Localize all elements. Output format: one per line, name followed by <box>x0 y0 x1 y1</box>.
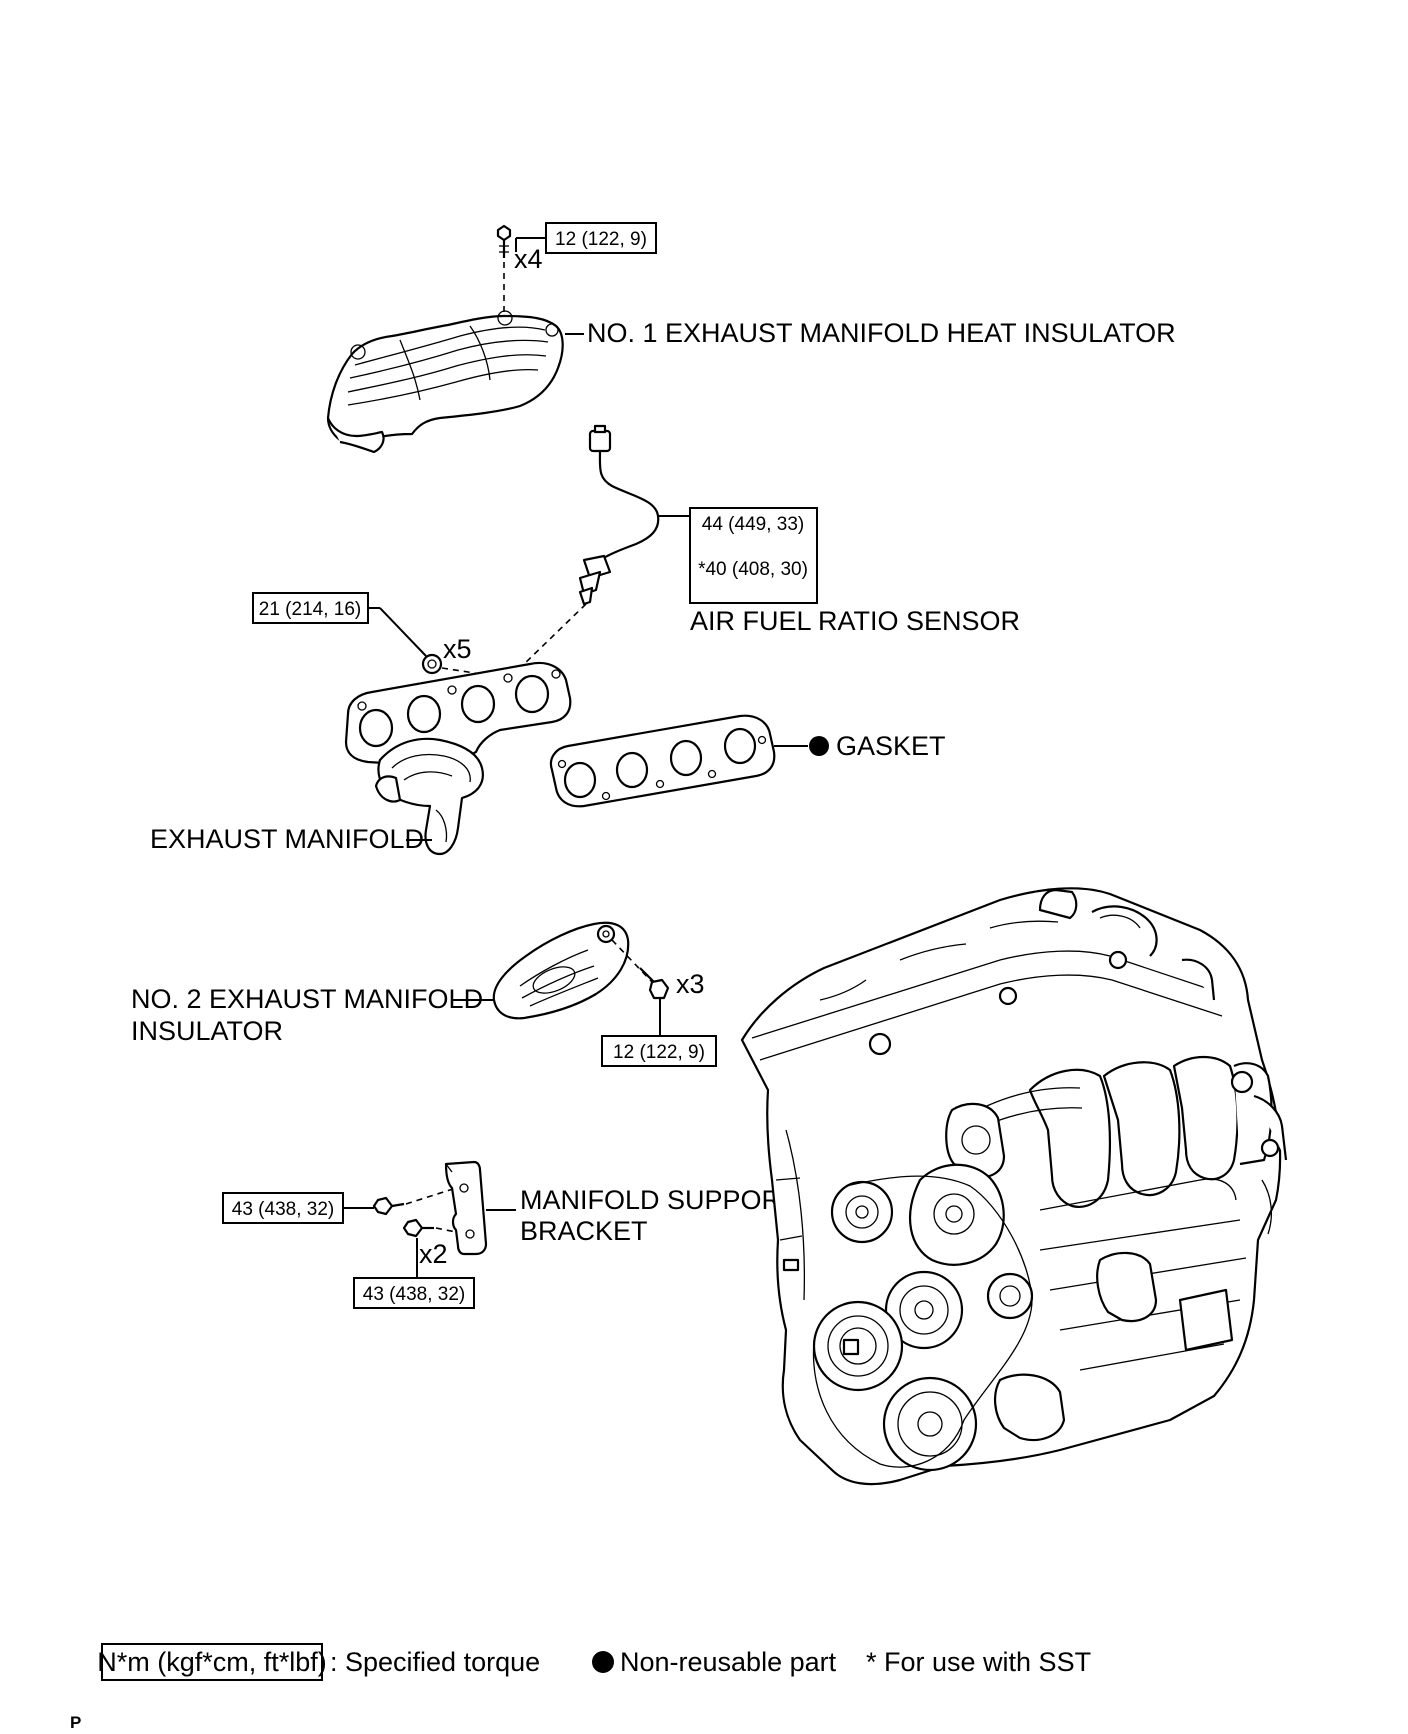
page-code: P <box>70 1713 81 1732</box>
legend-torque-unit: N*m (kgf*cm, ft*lbf) <box>97 1647 327 1677</box>
bracket-bolt-b <box>402 1218 434 1238</box>
bracket-bolt-a-torque: 43 (438, 32) <box>232 1199 334 1220</box>
no1-heat-insulator <box>326 310 564 454</box>
af-sensor-torque-sst: *40 (408, 30) <box>698 559 808 580</box>
label-no2-insulator-line2: INSULATOR <box>131 1016 283 1046</box>
label-exhaust-manifold: EXHAUST MANIFOLD <box>150 824 424 854</box>
legend-torque-desc: : Specified torque <box>330 1647 540 1677</box>
manifold-nuts-torque-box <box>252 592 369 624</box>
insulator1-torque: 12 (122, 9) <box>555 229 647 250</box>
engine-assembly <box>740 887 1288 1486</box>
insulator2-torque-box <box>601 1035 717 1067</box>
label-air-fuel-ratio-sensor: AIR FUEL RATIO SENSOR <box>690 606 1020 636</box>
exhaust-manifold <box>344 661 572 856</box>
label-no1-heat-insulator: NO. 1 EXHAUST MANIFOLD HEAT INSULATOR <box>587 318 1176 348</box>
label-bracket-line1: MANIFOLD SUPPORT <box>520 1185 797 1215</box>
insulator2-bolt-qty: x3 <box>676 969 705 999</box>
legend-torque-unit-box <box>101 1643 323 1681</box>
manifold-nut <box>421 653 443 675</box>
bracket-bolt-a <box>372 1196 405 1216</box>
label-gasket: GASKET <box>836 731 946 761</box>
af-sensor-torque: 44 (449, 33) <box>702 514 804 535</box>
non-reusable-marker-gasket <box>809 736 829 756</box>
legend-non-reusable-marker <box>592 1651 614 1673</box>
bracket-bolt-b-torque-box <box>353 1277 475 1309</box>
af-sensor-torque-box <box>689 507 818 604</box>
gasket <box>549 714 776 808</box>
insulator1-bolt-qty: x4 <box>514 244 543 274</box>
air-fuel-ratio-sensor <box>578 424 660 606</box>
bracket-bolt-b-torque: 43 (438, 32) <box>363 1284 465 1305</box>
insulator2-torque: 12 (122, 9) <box>613 1042 705 1063</box>
insulator1-torque-box <box>545 222 657 254</box>
legend-non-reusable: Non-reusable part <box>620 1647 837 1677</box>
manifold-nuts-qty: x5 <box>443 634 472 664</box>
manifold-support-bracket <box>444 1160 488 1256</box>
bracket-bolt-qty: x2 <box>419 1239 448 1269</box>
insulator1-bolt <box>496 224 512 258</box>
legend-sst-note: * For use with SST <box>866 1647 1091 1677</box>
manifold-nuts-torque: 21 (214, 16) <box>259 599 361 620</box>
insulator2-bolt <box>639 967 670 1000</box>
no2-exhaust-manifold-insulator <box>492 921 630 1020</box>
label-bracket-line2: BRACKET <box>520 1216 648 1246</box>
label-no2-insulator-line1: NO. 2 EXHAUST MANIFOLD <box>131 984 483 1014</box>
